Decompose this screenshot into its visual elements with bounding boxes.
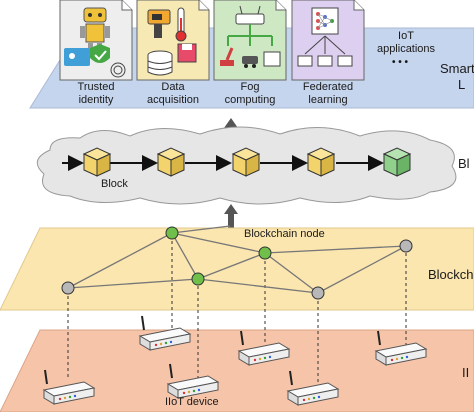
neural-network-icon (311, 7, 339, 35)
block-cube (306, 147, 336, 177)
thermometer-icon (175, 7, 187, 42)
device-layer-side-label: II (462, 365, 470, 380)
blockchain-node (191, 272, 205, 286)
device-icon (263, 51, 281, 67)
card-label-line2: identity (78, 94, 114, 106)
block-label: Block (101, 178, 128, 190)
database-icon (147, 50, 173, 76)
card-label-line2: computing (224, 94, 276, 106)
iiot-device (166, 363, 220, 399)
iot-applications-line2: applications (376, 43, 436, 55)
card-label-trusted-identity: Trusted identity (60, 81, 132, 107)
shield-check-icon (90, 44, 110, 63)
device-layer-plane (0, 329, 474, 412)
car-icon (242, 56, 258, 68)
iiot-device-label: IIoT device (165, 396, 219, 408)
card-label-line1: Fog (240, 81, 260, 93)
blockchain-node (165, 226, 179, 240)
iot-applications-line1: IoT (398, 30, 414, 42)
block-cube (231, 147, 261, 177)
blockchain-node (399, 239, 413, 253)
card-fog-computing (213, 0, 287, 81)
block-cube (156, 147, 186, 177)
card-label-line2: learning (308, 94, 348, 106)
fingerprint-icon (110, 62, 126, 78)
iiot-device (42, 369, 96, 405)
card-label-fog-computing: Fog computing (214, 81, 286, 107)
block-cube (82, 147, 112, 177)
network-edges (67, 225, 407, 294)
card-federated-learning (291, 0, 365, 81)
card-label-federated-learning: Federated learning (292, 81, 364, 107)
card-data-acquisition (136, 0, 210, 81)
iiot-device (286, 370, 340, 406)
scanner-gun-icon (147, 9, 171, 38)
blockchain-node (258, 246, 272, 260)
iiot-device (237, 330, 291, 366)
card-trusted-identity (59, 0, 133, 81)
iiot-device (374, 330, 428, 366)
device-node-links (67, 235, 407, 385)
iiot-device (138, 315, 192, 351)
blockchain-node-label: Blockchain node (244, 228, 325, 240)
block-cube-new (382, 147, 412, 177)
robot-arm-icon (220, 47, 234, 66)
card-label-line1: Data (161, 81, 185, 93)
card-label-line2: acquisition (147, 94, 199, 106)
card-label-line1: Federated (302, 81, 354, 93)
smart-layer-side-label: Smart (440, 61, 474, 76)
iot-applications-label: IoT applications (366, 30, 446, 56)
blockchain-side-label: Bl (458, 156, 470, 171)
floppy-disk-icon (177, 43, 197, 63)
smart-layer-side-label-2: L (458, 77, 466, 92)
card-label-line1: Trusted (77, 81, 115, 93)
id-card-icon (64, 48, 90, 66)
blockchain-layer-side-label: Blockch (428, 267, 474, 282)
upward-arrow-bottom (224, 204, 238, 228)
card-label-data-acquisition: Data acquisition (137, 81, 209, 107)
blockchain-node (311, 286, 325, 300)
blockchain-node (61, 281, 75, 295)
more-ellipsis: • • • (391, 57, 409, 68)
